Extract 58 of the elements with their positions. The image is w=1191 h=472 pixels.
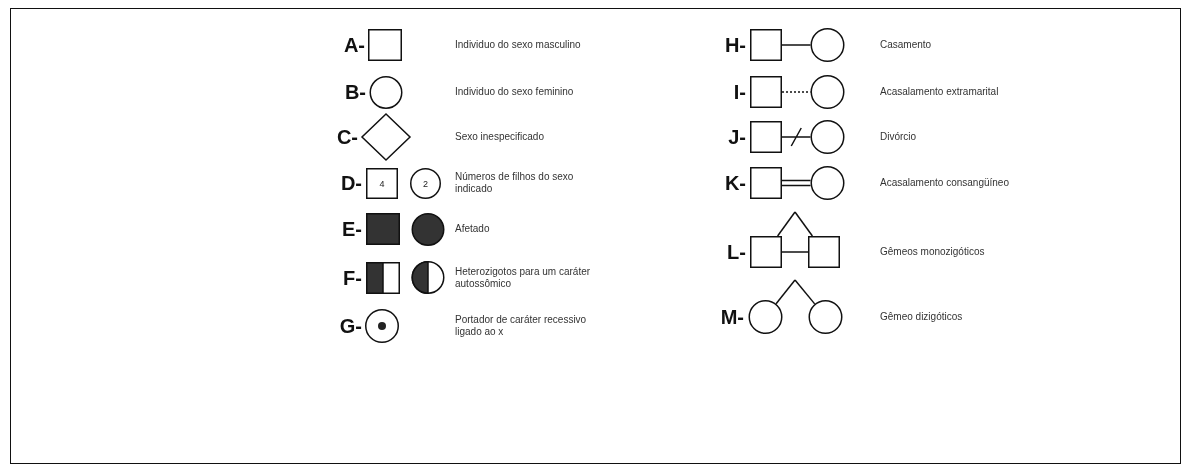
square-symbol (750, 29, 782, 61)
row-letter: B- (343, 81, 366, 103)
symbol-description: Casamento (880, 39, 933, 51)
symbol-description: Heterozigotos para um caráter autossômico (455, 266, 592, 290)
row-letter: I- (732, 81, 746, 103)
circle-symbol (810, 28, 845, 62)
circle-symbol (369, 76, 403, 109)
circle-symbol (810, 75, 845, 109)
dotted-circle-symbol (365, 309, 399, 343)
square-symbol (808, 236, 840, 268)
square-symbol (366, 168, 398, 199)
square-symbol (750, 167, 782, 199)
filled-square-symbol (366, 213, 400, 245)
symbol-description: Gêmeo dizigóticos (880, 311, 964, 323)
square-symbol (750, 236, 782, 268)
half-filled-circle-symbol (411, 261, 445, 294)
row-letter: F- (342, 267, 362, 289)
square-symbol (368, 29, 402, 61)
circle-symbol (810, 166, 845, 200)
row-letter: A- (342, 34, 365, 56)
count-number: 4 (379, 178, 385, 189)
circle-symbol (410, 168, 441, 199)
circle-symbol (810, 120, 845, 154)
connector-line (794, 279, 816, 305)
symbol-description: Divórcio (880, 131, 918, 143)
row-letter: J- (727, 126, 746, 148)
symbol-description: Acasalamento consangüíneo (880, 177, 1010, 189)
row-letter: L- (726, 241, 746, 263)
diamond-symbol (361, 113, 411, 161)
symbol-description: Individuo do sexo feminino (455, 86, 575, 98)
row-letter: K- (723, 172, 746, 194)
symbol-description: Portador de caráter recessivo ligado ao x (455, 314, 588, 338)
row-letter: E- (341, 218, 362, 240)
row-letter: C- (335, 126, 358, 148)
connector-line (794, 211, 814, 237)
symbol-description: Afetado (455, 223, 491, 235)
count-number: 2 (423, 178, 428, 189)
row-letter: M- (719, 306, 744, 328)
square-symbol (750, 76, 782, 108)
symbol-description: Sexo inespecificado (455, 131, 545, 143)
circle-symbol (808, 300, 843, 334)
circle-symbol (748, 300, 783, 334)
symbol-description: Acasalamento extramarital (880, 86, 1000, 98)
connector-line (781, 251, 809, 253)
connector-line (776, 211, 796, 237)
connector-line (775, 279, 796, 305)
symbol-description: Individuo do sexo masculino (455, 39, 582, 51)
row-letter: G- (338, 315, 362, 337)
row-letter: D- (339, 172, 362, 194)
filled-circle-symbol (411, 213, 445, 246)
double-connector (781, 179, 812, 187)
row-letter: H- (723, 34, 746, 56)
symbol-description: Gêmeos monozigóticos (880, 246, 986, 258)
connector-line (781, 44, 812, 46)
half-filled-square-symbol (366, 262, 400, 294)
slashed-connector (781, 127, 812, 147)
symbol-description: Números de filhos do sexo indicado (455, 171, 575, 195)
square-symbol (750, 121, 782, 153)
